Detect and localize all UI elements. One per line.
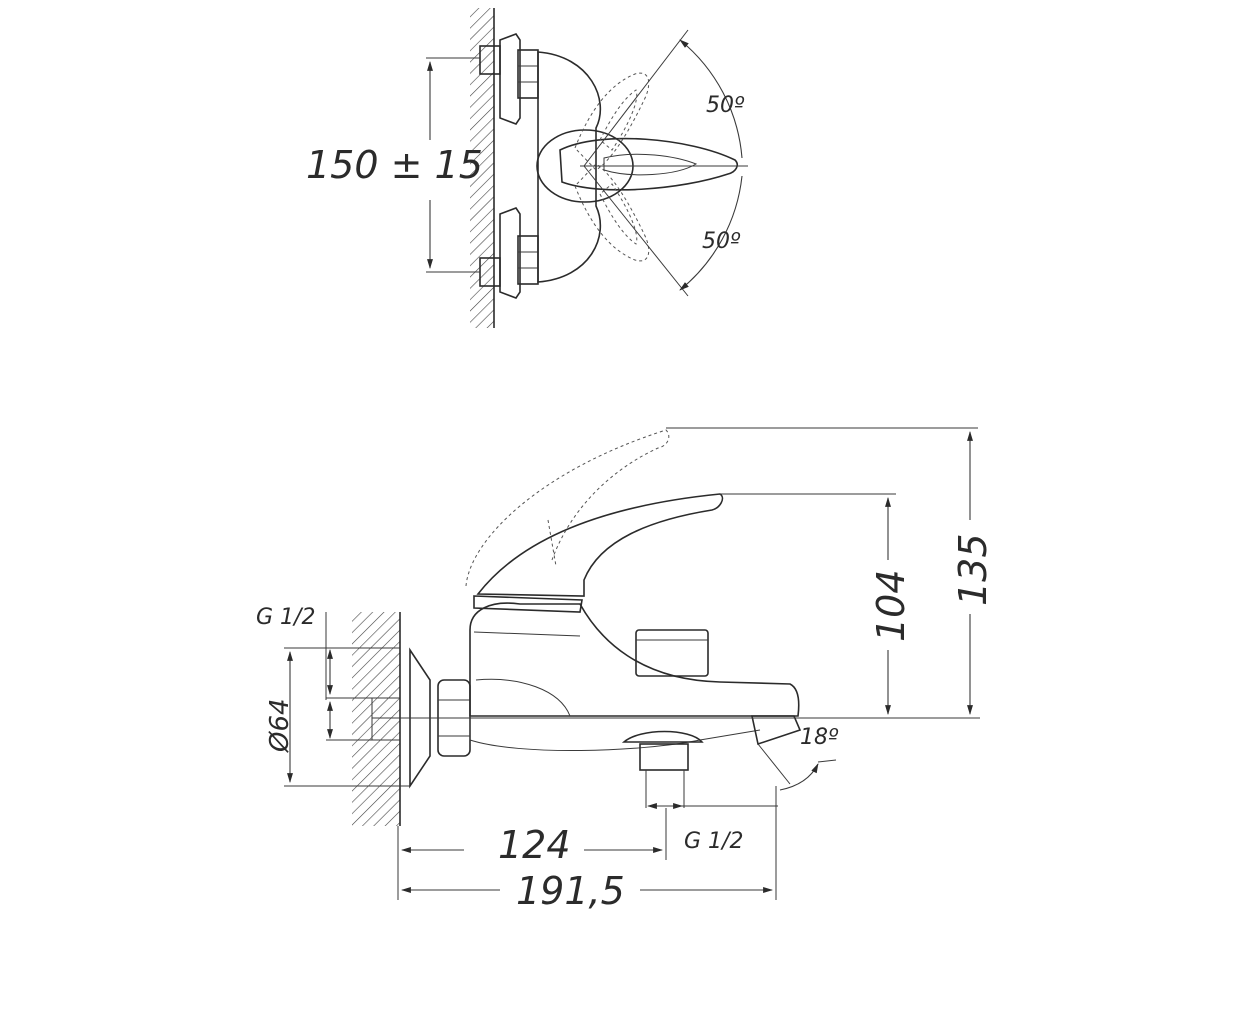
side-escutcheon <box>409 647 431 789</box>
top-wall-hatch <box>470 8 494 328</box>
side-diverter-knob <box>635 629 709 677</box>
side-lever-dashed <box>465 429 670 587</box>
side-thread-outlet: G 1/2 <box>684 829 743 854</box>
side-length-total: 191,5 <box>516 869 625 913</box>
side-bottom-outlet <box>621 730 704 808</box>
top-mixer-body <box>537 51 601 283</box>
side-height-lever: 104 <box>869 569 913 642</box>
side-mixer-body <box>469 602 800 717</box>
side-lever-solid <box>476 493 724 597</box>
top-dim-spacing: 150 ± 15 <box>306 143 483 187</box>
side-view: G 1/2 Ø64 <box>256 427 995 913</box>
side-thread-inlet: G 1/2 <box>256 605 315 630</box>
side-length-outlet: 124 <box>498 823 571 867</box>
top-angle-up: 50º <box>706 93 745 118</box>
side-spout-angle: 18º <box>800 725 839 750</box>
top-angle-down: 50º <box>702 229 741 254</box>
side-wall-hatch <box>352 612 400 826</box>
top-lever-dashed-down <box>574 163 650 262</box>
top-view: 150 ± 15 50º 50º <box>306 8 748 328</box>
top-lever-solid <box>559 137 738 191</box>
side-diameter: Ø64 <box>265 698 295 753</box>
top-lever-dashed-up <box>574 72 650 171</box>
side-height-total: 135 <box>951 533 995 606</box>
side-spout-outlet <box>751 715 802 746</box>
